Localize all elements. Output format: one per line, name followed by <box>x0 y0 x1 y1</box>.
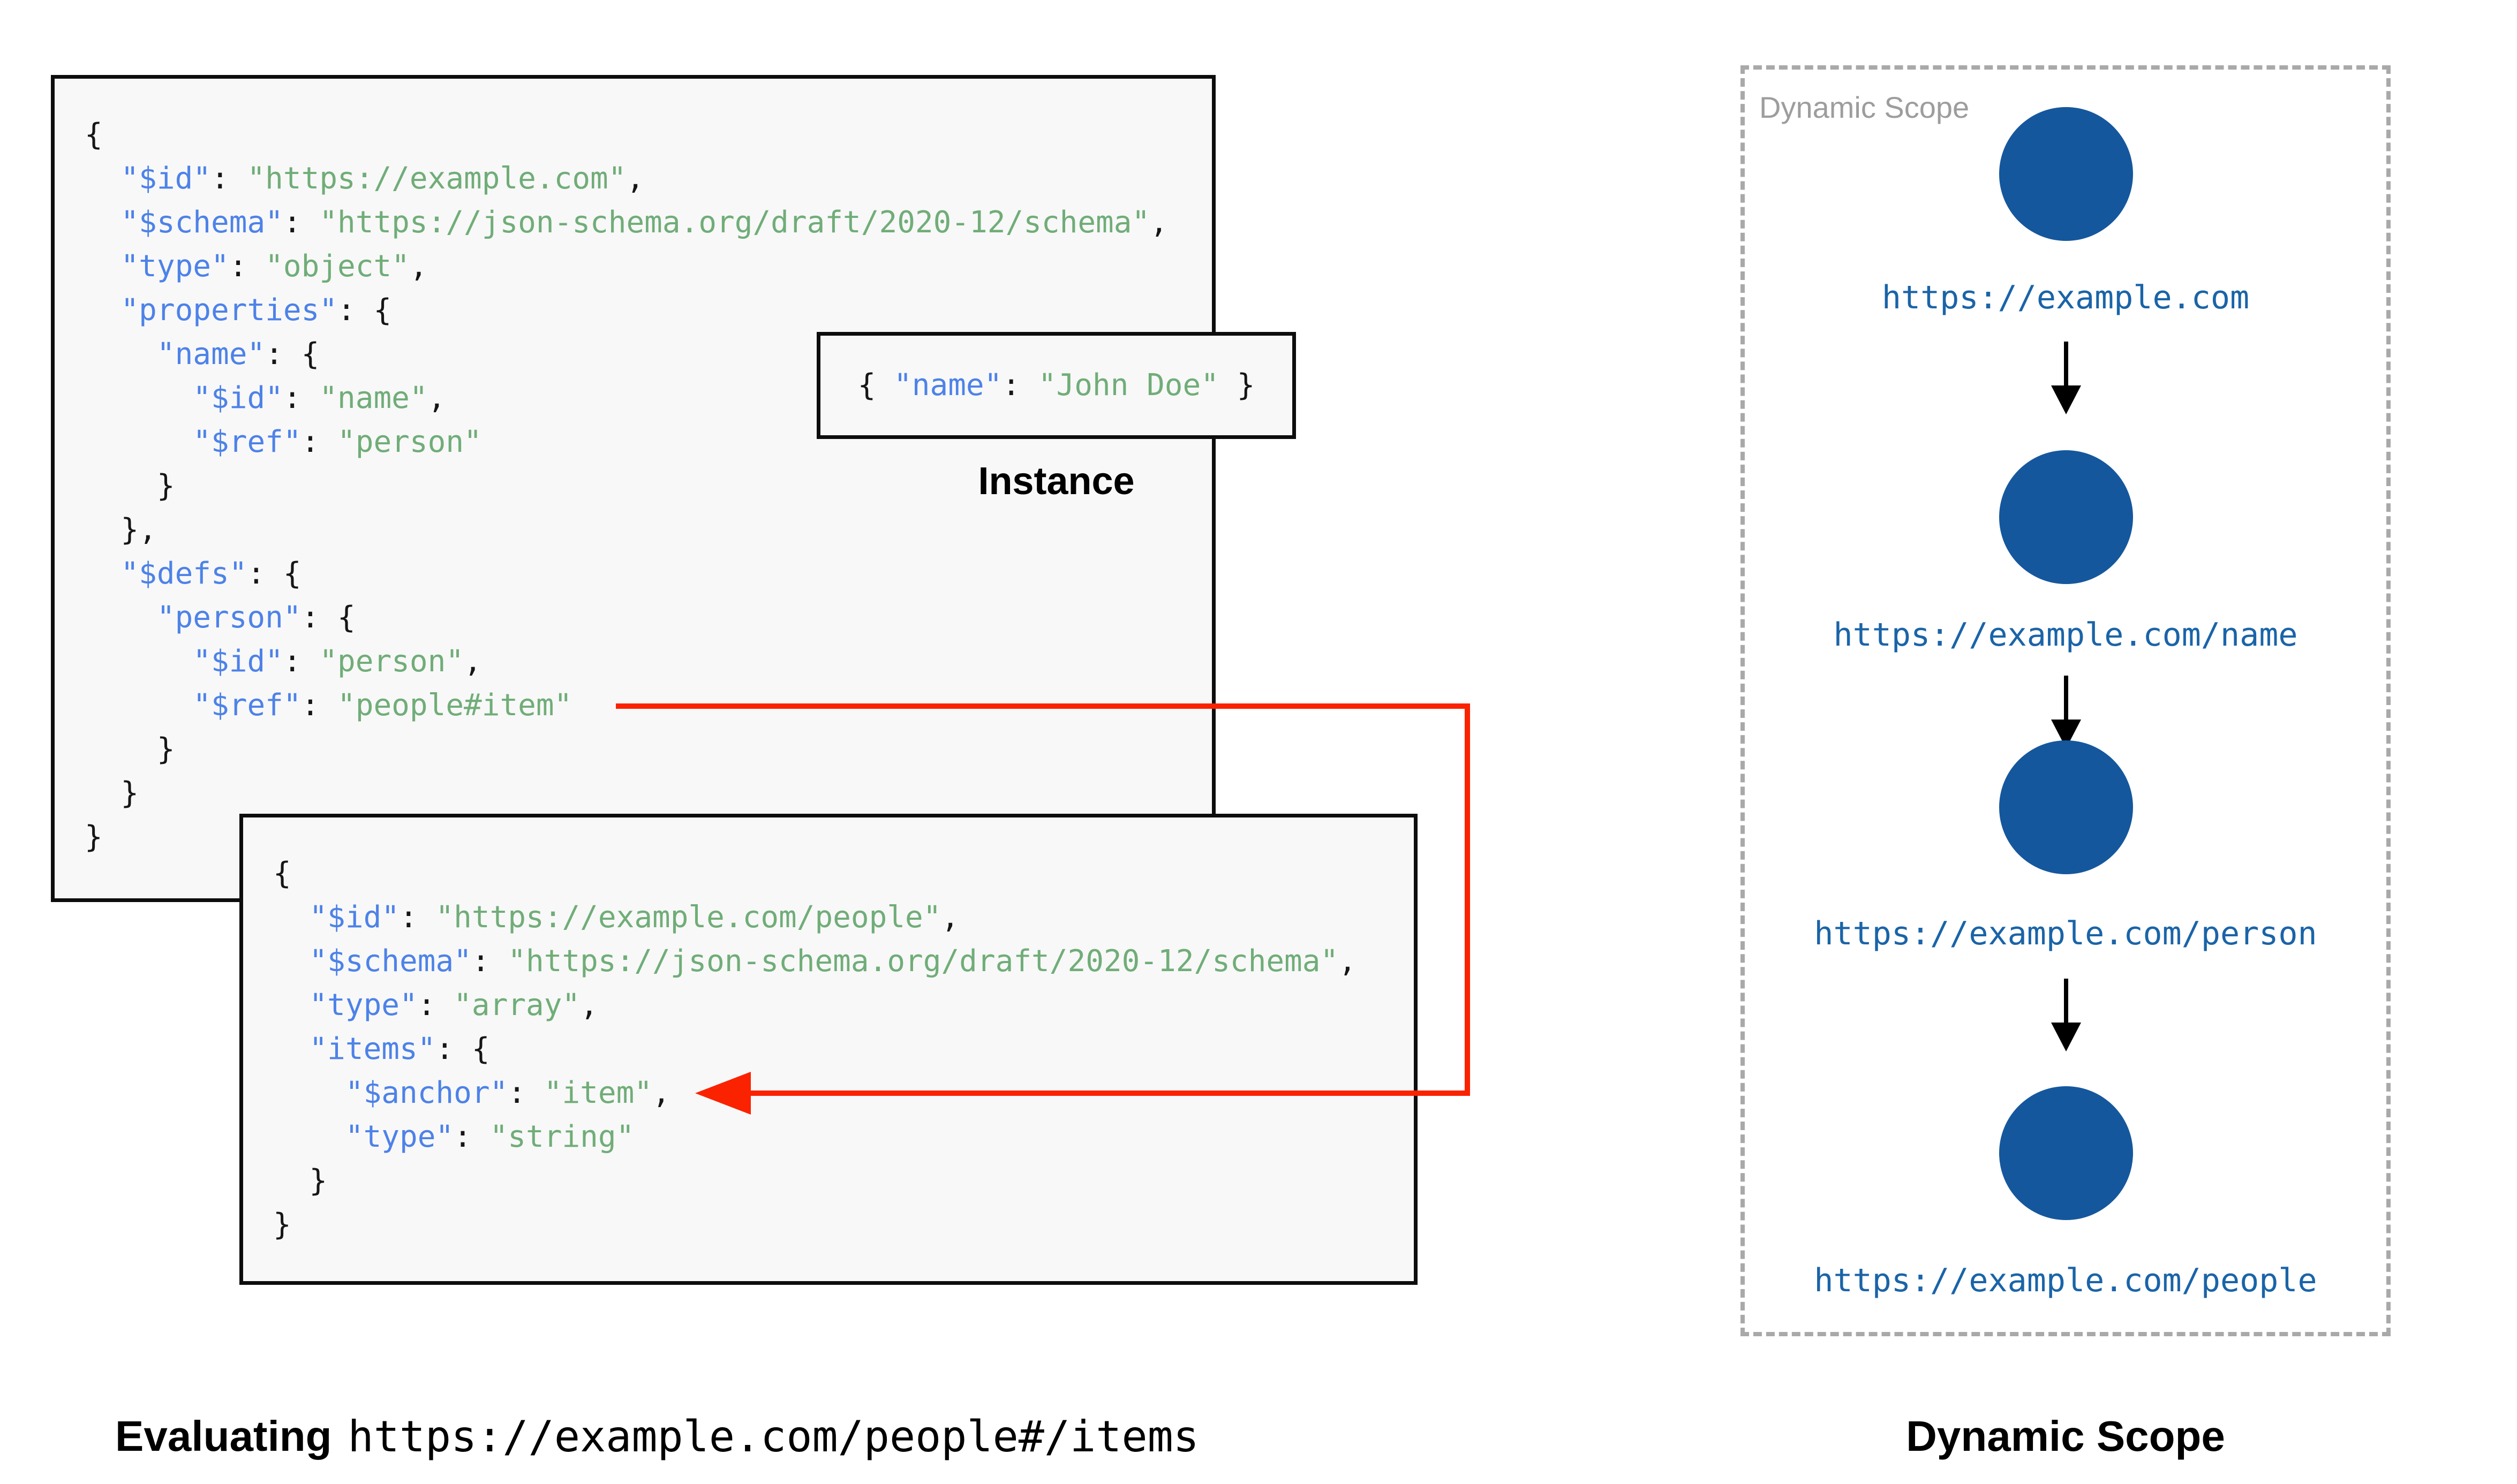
scope-node-circle <box>1999 450 2133 584</box>
scope-node-label: https://example.com/people <box>1814 1262 2317 1299</box>
scope-node-label: https://example.com/person <box>1814 915 2317 952</box>
evaluating-caption-label: Evaluating <box>115 1412 332 1460</box>
scope-node-circle <box>1999 740 2133 874</box>
down-arrow-icon <box>2051 676 2081 748</box>
instance-label: Instance <box>978 460 1135 503</box>
dynamic-scope-caption: Dynamic Scope <box>1906 1412 2225 1460</box>
schema-people-panel: { "$id": "https://example.com/people", "… <box>239 814 1418 1285</box>
schema-root-code: { "$id": "https://example.com", "$schema… <box>85 117 1168 854</box>
arrow-head <box>2051 1023 2081 1051</box>
arrow-head <box>2051 385 2081 414</box>
evaluating-caption-uri: https://example.com/people#/items <box>348 1411 1199 1462</box>
down-arrow-icon <box>2051 342 2081 414</box>
scope-node-label: https://example.com <box>1881 279 2250 316</box>
down-arrow-icon <box>2051 979 2081 1051</box>
instance-panel: { "name": "John Doe" } <box>817 332 1296 439</box>
evaluating-caption: Evaluating https://example.com/people#/i… <box>115 1402 1199 1471</box>
arrow-shaft <box>2064 342 2068 385</box>
instance-code: { "name": "John Doe" } <box>857 368 1255 403</box>
scope-node-circle <box>1999 107 2133 241</box>
scope-node-circle <box>1999 1086 2133 1220</box>
schema-people-code: { "$id": "https://example.com/people", "… <box>273 856 1357 1242</box>
dynamic-scope-panel <box>1740 65 2391 1336</box>
scope-node-label: https://example.com/name <box>1833 616 2298 654</box>
dynamic-scope-panel-title: Dynamic Scope <box>1759 90 1970 124</box>
arrow-shaft <box>2064 979 2068 1023</box>
arrow-shaft <box>2064 676 2068 720</box>
